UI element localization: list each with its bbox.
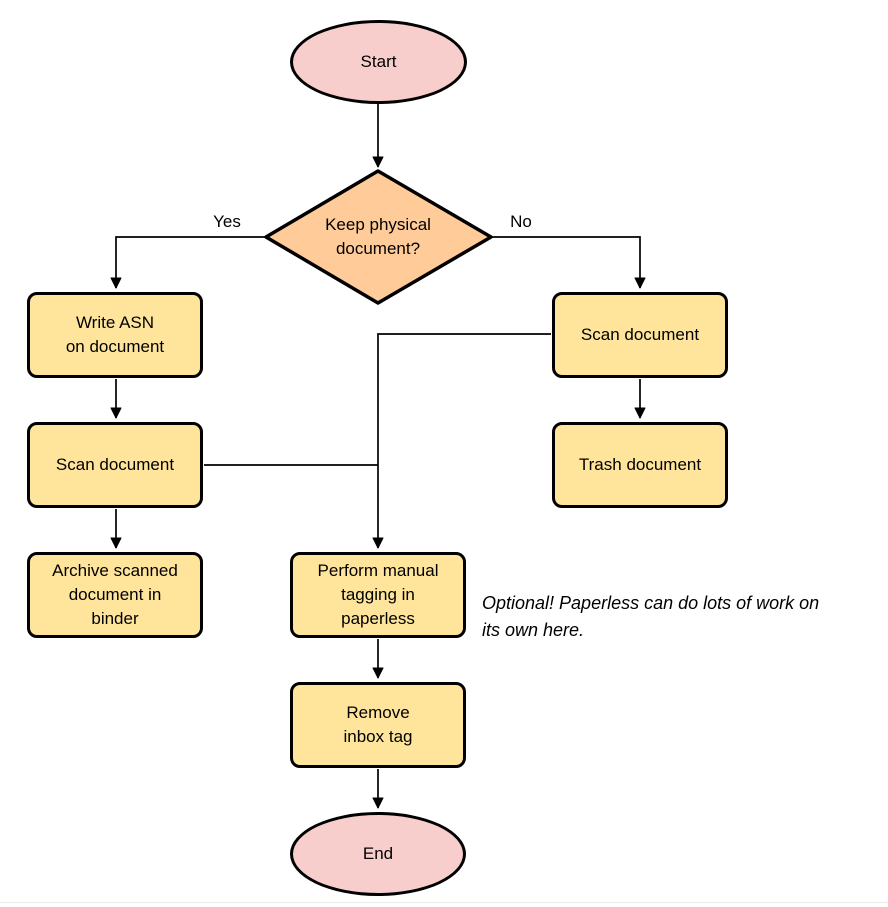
start-node: Start xyxy=(290,20,467,104)
process-scan-document-right: Scan document xyxy=(552,292,728,378)
edge-label-no: No xyxy=(508,212,534,232)
process-scan-document-left: Scan document xyxy=(27,422,203,508)
process-scan-document-left-label: Scan document xyxy=(55,455,175,474)
optional-note: Optional! Paperless can do lots of work … xyxy=(482,593,820,640)
edge-decision-no-to-scan-right xyxy=(490,236,646,289)
process-write-asn: Write ASN on document xyxy=(27,292,203,378)
process-scan-document-right-label: Scan document xyxy=(580,325,700,344)
process-remove-inbox-tag: Remove inbox tag xyxy=(290,682,466,768)
edge-decision-yes-to-write-asn xyxy=(110,236,267,289)
bottom-rule xyxy=(0,902,888,903)
process-manual-tagging-label: Perform manual tagging in paperless xyxy=(317,561,439,628)
process-manual-tagging: Perform manual tagging in paperless xyxy=(290,552,466,638)
process-archive-binder-label: Archive scanned document in binder xyxy=(52,561,178,628)
process-write-asn-label: Write ASN on document xyxy=(65,313,165,356)
edge-label-yes: Yes xyxy=(211,212,243,232)
end-node-label: End xyxy=(362,844,394,863)
process-trash-document-label: Trash document xyxy=(578,455,702,474)
decision-node-label: Keep physical document? xyxy=(325,215,431,258)
edge-scan-right-to-tagging xyxy=(372,333,551,549)
decision-diamond-shape xyxy=(264,169,493,305)
process-trash-document: Trash document xyxy=(552,422,728,508)
end-node: End xyxy=(290,812,466,896)
start-node-label: Start xyxy=(360,52,397,71)
process-remove-inbox-tag-label: Remove inbox tag xyxy=(343,703,413,746)
process-archive-binder: Archive scanned document in binder xyxy=(27,552,203,638)
